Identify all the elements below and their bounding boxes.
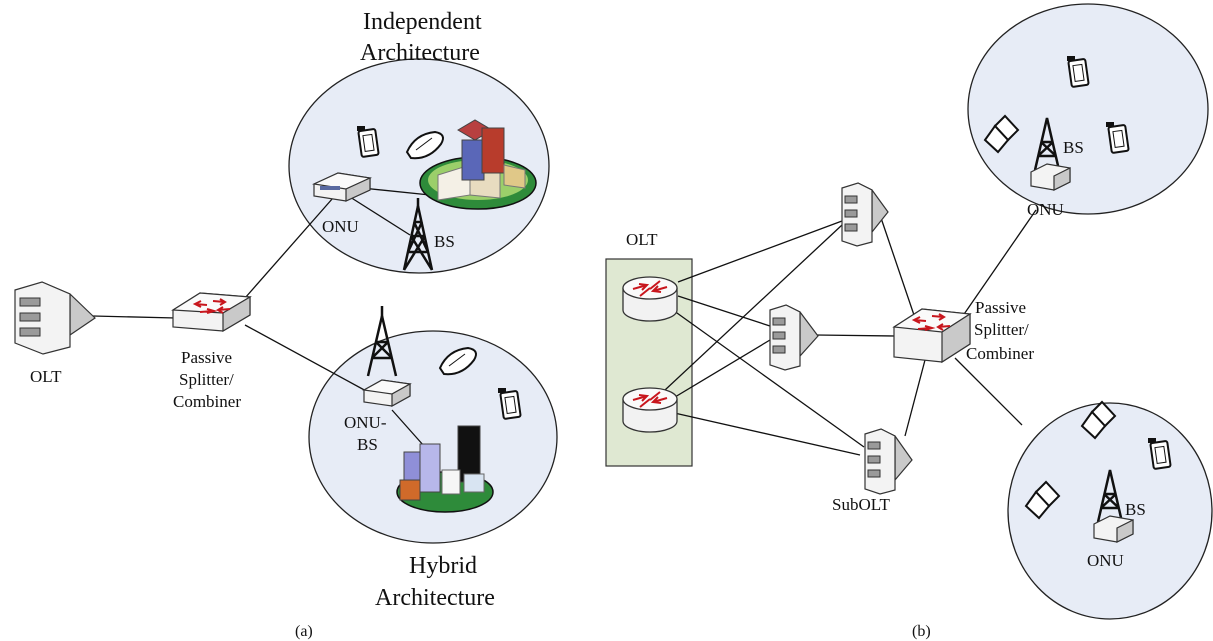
hybrid-architecture-zone: [308, 330, 558, 544]
laptop-icon-top: [983, 114, 1020, 154]
subolt-server-icon-middle: [769, 304, 819, 371]
top-coverage-zone: [967, 3, 1209, 215]
mobile-phone-icon: [405, 130, 444, 160]
onu-label: ONU: [322, 217, 359, 236]
city-buildings-icon: [396, 425, 494, 513]
panel-b-links: [664, 209, 1037, 456]
olt-label: OLT: [30, 367, 62, 386]
bs-label: BS: [434, 232, 455, 251]
bottom-bs-label: BS: [1125, 500, 1146, 519]
link-onu-bs: [349, 196, 411, 236]
router-icon-2: [622, 387, 678, 433]
splitter-label-line2: Splitter/: [179, 370, 234, 389]
subolt-server-icon-bottom: [864, 428, 913, 495]
tablet-icon-top: [1067, 56, 1090, 88]
subolt-server-icon-top: [841, 182, 889, 247]
olt-b-label: OLT: [626, 230, 658, 249]
link-olt-splitter: [92, 315, 177, 319]
subolt-label: SubOLT: [832, 495, 891, 514]
panel-a: OLT Passive Splitter/ Combiner Independe…: [14, 9, 558, 640]
splitter-label-line3: Combiner: [173, 392, 241, 411]
independent-title-line1: Independent: [363, 9, 482, 35]
tablet-icon: [357, 126, 380, 158]
laptop-icon-bottom-left: [1024, 480, 1061, 520]
onu-bs-tower-icon: [362, 306, 412, 408]
base-station-tower-icon: [402, 198, 434, 271]
panel-b-caption: (b): [912, 623, 931, 640]
hybrid-title-line1: Hybrid: [409, 553, 477, 579]
splitter-b-label-line2: Splitter/: [974, 320, 1029, 339]
tablet-icon-hybrid: [498, 388, 522, 420]
tablet-icon-bottom: [1148, 438, 1172, 470]
bottom-onu-label: ONU: [1087, 551, 1124, 570]
panel-b: OLT: [605, 3, 1213, 640]
laptop-icon-bottom-top: [1080, 400, 1117, 440]
bs-onu-tower-icon-bottom: [1093, 469, 1134, 543]
campus-building-icon: [419, 119, 537, 210]
mobile-phone-icon-hybrid: [438, 346, 477, 376]
tablet-icon-top-right: [1106, 122, 1130, 154]
router-icon-1: [622, 276, 678, 322]
olt-server-icon: [14, 281, 96, 355]
bs-onu-tower-icon-top: [1030, 117, 1071, 191]
independent-architecture-zone: [288, 58, 550, 274]
onu-bs-label-line2: BS: [357, 435, 378, 454]
splitter-b-label-line1: Passive: [975, 298, 1026, 317]
panel-a-caption: (a): [295, 623, 313, 640]
top-onu-label: ONU: [1027, 200, 1064, 219]
link-splitter-onu-bs: [244, 324, 369, 393]
onu-bs-label-line1: ONU-: [344, 413, 387, 432]
independent-title-line2: Architecture: [360, 40, 480, 66]
link-onu-building: [361, 187, 431, 196]
onu-device-icon: [311, 172, 373, 202]
splitter-switch-icon-b: [892, 308, 972, 364]
splitter-b-label-line3: Combiner: [966, 344, 1034, 363]
top-bs-label: BS: [1063, 138, 1084, 157]
splitter-label-line1: Passive: [181, 348, 232, 367]
splitter-switch-icon: [171, 292, 252, 333]
link-splitter-onu: [244, 189, 341, 299]
hybrid-title-line2: Architecture: [375, 585, 495, 611]
